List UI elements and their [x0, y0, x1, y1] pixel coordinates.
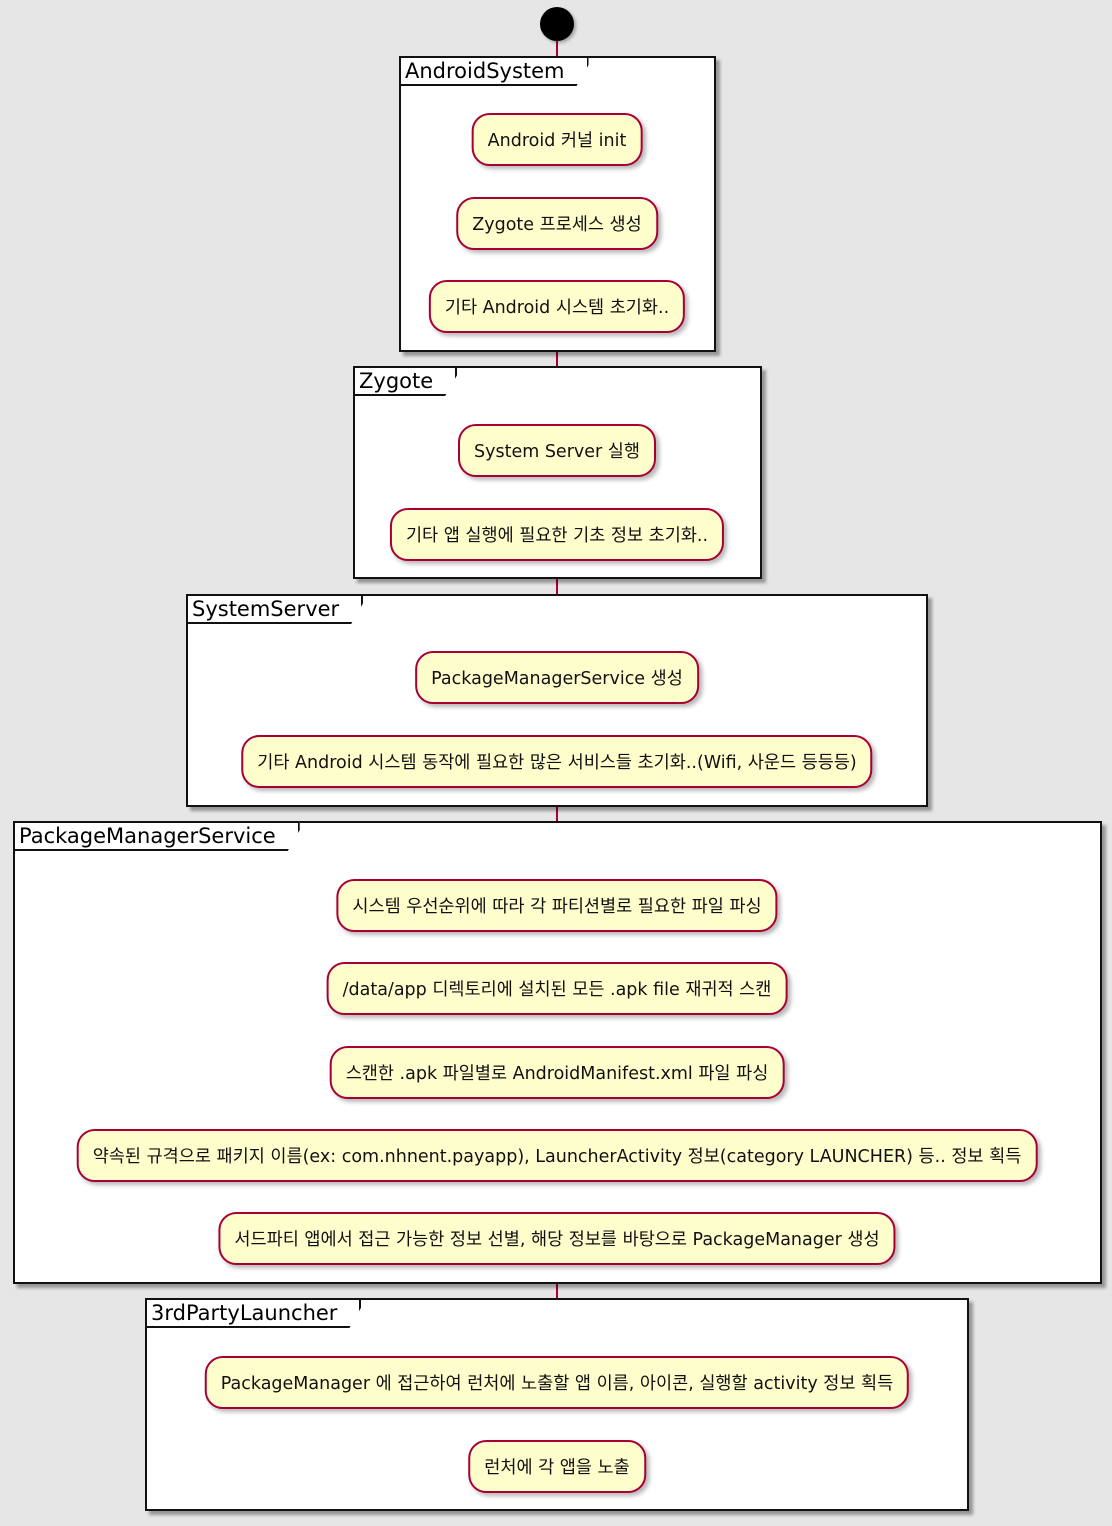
partition-title: 3rdPartyLauncher [145, 1298, 361, 1328]
step-partition-file-parse: 시스템 우선순위에 따라 각 파티션별로 필요한 파일 파싱 [336, 879, 778, 932]
step-launcher-show-apps: 런처에 각 앱을 노출 [468, 1440, 646, 1493]
step-android-kernel-init: Android 커널 init [471, 113, 643, 166]
step-launcher-info-acquire: PackageManager 에 접근하여 런처에 노출할 앱 이름, 아이콘,… [204, 1356, 910, 1409]
partition-title: AndroidSystem [399, 56, 589, 86]
step-package-info-acquire: 약속된 규격으로 패키지 이름(ex: com.nhnent.payapp), … [76, 1129, 1038, 1182]
step-system-server-run: System Server 실행 [458, 424, 656, 477]
partition-title: Zygote [353, 366, 457, 396]
step-app-basic-info-init: 기타 앱 실행에 필요한 기초 정보 초기화.. [389, 508, 725, 561]
step-package-manager-create: 서드파티 앱에서 접근 가능한 정보 선별, 해당 정보를 바탕으로 Packa… [218, 1212, 896, 1265]
partition-title: PackageManagerService [13, 821, 300, 851]
step-zygote-process-create: Zygote 프로세스 생성 [456, 197, 658, 250]
step-android-system-init: 기타 Android 시스템 초기화.. [428, 280, 686, 333]
start-node [540, 7, 574, 41]
partition-title: SystemServer [186, 594, 363, 624]
step-services-init: 기타 Android 시스템 동작에 필요한 많은 서비스들 초기화..(Wif… [241, 735, 873, 788]
step-apk-recursive-scan: /data/app 디렉토리에 설치된 모든 .apk file 재귀적 스캔 [326, 962, 788, 1015]
step-manifest-parse: 스캔한 .apk 파일별로 AndroidManifest.xml 파일 파싱 [329, 1046, 785, 1099]
step-pms-create: PackageManagerService 생성 [415, 651, 699, 704]
